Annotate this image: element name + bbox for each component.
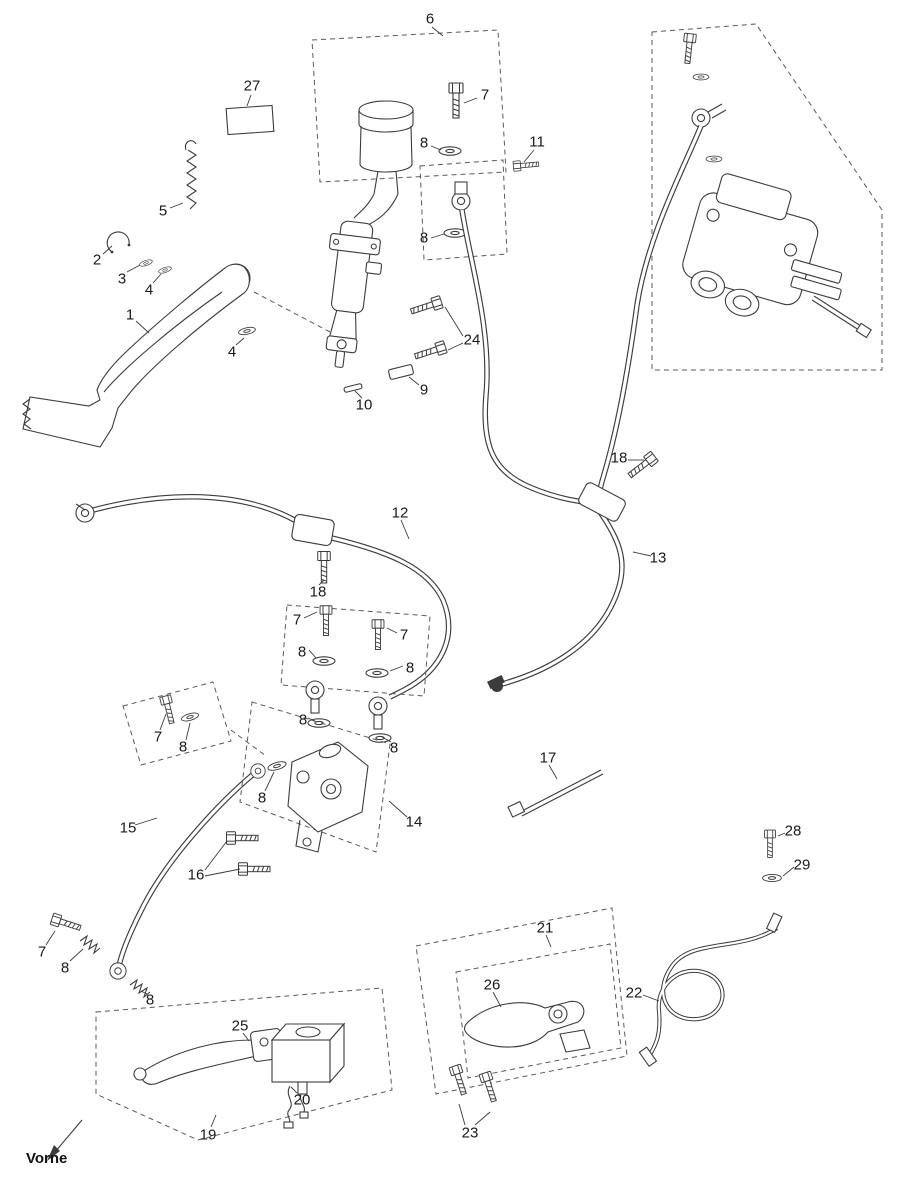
direction-label: Vorne (26, 1150, 68, 1167)
callout-18-right: 18 (610, 449, 628, 467)
callout-4-b: 4 (227, 343, 237, 361)
callout-8-bottom-left-2: 8 (145, 991, 155, 1009)
callout-24: 24 (463, 331, 481, 349)
hose-tee-block (578, 482, 626, 522)
cable-drawing (638, 912, 783, 1068)
brake-hoses-drawing (75, 126, 701, 980)
callout-7-mid-right: 7 (399, 626, 409, 644)
rear-brake-caliper-drawing (651, 23, 883, 371)
callout-28: 28 (784, 822, 802, 840)
brake-pedal-drawing (22, 263, 251, 448)
callout-9: 9 (419, 381, 429, 399)
bolt-18-right (625, 450, 659, 482)
blank-label-plate (225, 104, 275, 136)
callout-13: 13 (649, 549, 667, 567)
callout-1: 1 (125, 306, 135, 324)
callout-27: 27 (243, 77, 261, 95)
callout-7-box: 7 (153, 728, 163, 746)
callout-19: 19 (199, 1126, 217, 1144)
mid-fasteners-drawing (280, 604, 431, 743)
callout-7-bottom-left: 7 (37, 943, 47, 961)
bolt-23-b (478, 1070, 501, 1104)
leader-lines (45, 26, 795, 1128)
small-fasteners-bottom-left (49, 912, 151, 999)
callout-26: 26 (483, 976, 501, 994)
junction-assembly-drawing (122, 681, 391, 876)
circlip-drawing (106, 231, 131, 254)
return-spring-drawing (184, 140, 198, 210)
front-master-cylinder-drawing (95, 987, 393, 1141)
callout-8-mid-left-upper: 8 (297, 643, 307, 661)
callout-22: 22 (625, 984, 643, 1002)
callout-16: 16 (187, 866, 205, 884)
callout-25: 25 (231, 1017, 249, 1035)
callout-3: 3 (117, 270, 127, 288)
callout-20: 20 (293, 1091, 311, 1109)
callout-18-mid: 18 (309, 583, 327, 601)
callout-29: 29 (793, 856, 811, 874)
callout-23: 23 (461, 1124, 479, 1142)
callout-4-a: 4 (144, 281, 154, 299)
callout-8-mid-right-upper: 8 (405, 659, 415, 677)
callout-8-junction: 8 (257, 789, 267, 807)
cable-tie-drawing (507, 769, 604, 818)
bolt-washer-28-29-drawing (762, 829, 782, 883)
caliper-banjo-eye (691, 108, 711, 128)
bolt-18-mid (317, 551, 331, 584)
callout-12: 12 (391, 504, 409, 522)
lever-bracket-drawing (415, 907, 628, 1104)
callout-8-box: 8 (178, 738, 188, 756)
callout-17: 17 (539, 749, 557, 767)
callout-8-mid-left-lower: 8 (298, 711, 308, 729)
bolt-16-b (238, 862, 271, 876)
callout-6: 6 (425, 10, 435, 28)
callout-10: 10 (355, 396, 373, 414)
callout-7-mid-left: 7 (292, 611, 302, 629)
hose-clamp-block (291, 513, 335, 547)
callout-15: 15 (119, 819, 137, 837)
callout-7-top: 7 (480, 86, 490, 104)
direction-arrow (47, 1119, 83, 1161)
callout-2: 2 (92, 251, 102, 269)
callout-11: 11 (529, 133, 545, 151)
callout-21: 21 (536, 919, 554, 937)
rear-master-cylinder-drawing (225, 29, 540, 393)
bolt-16-a (226, 831, 259, 845)
callout-14: 14 (405, 813, 423, 831)
callout-8-reservoir-lower: 8 (419, 229, 429, 247)
callout-5: 5 (158, 202, 168, 220)
callout-8-reservoir-upper: 8 (419, 134, 429, 152)
callout-8-mid-right-lower: 8 (389, 739, 399, 757)
callout-8-bottom-left-1: 8 (60, 959, 70, 977)
